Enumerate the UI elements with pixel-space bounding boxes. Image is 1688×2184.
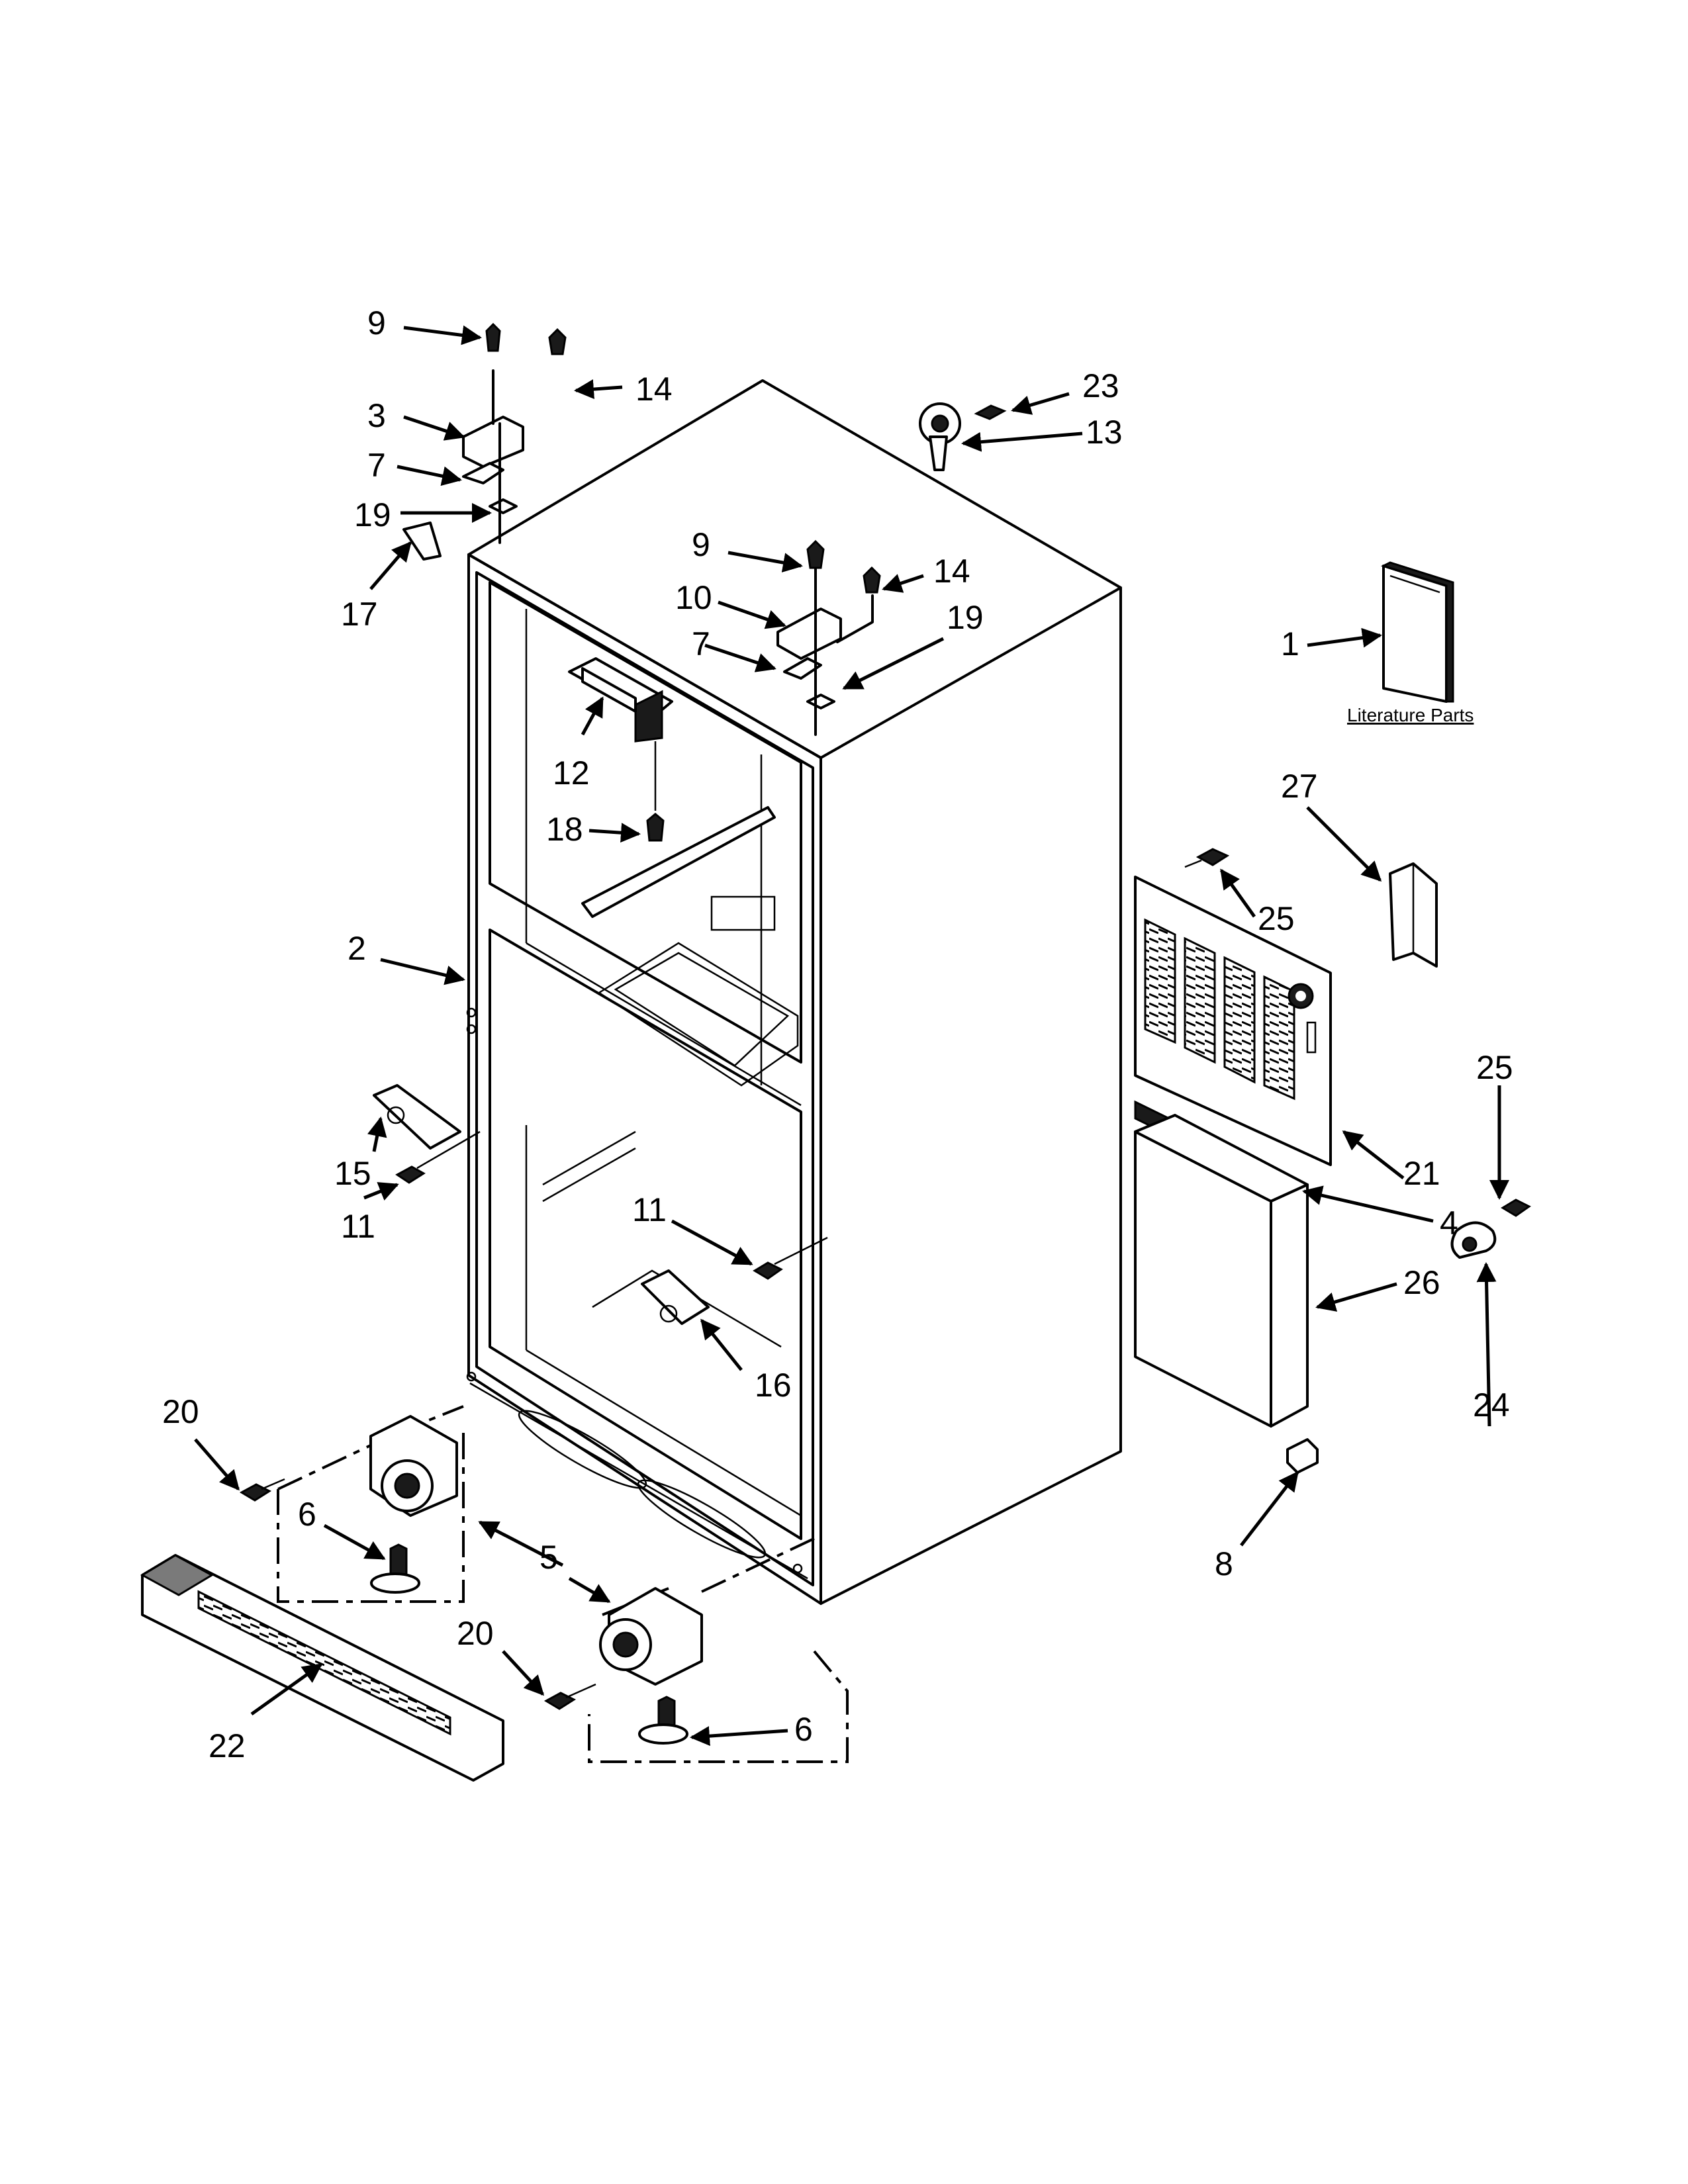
callout-11: 11 [632,1191,667,1228]
callout-19: 19 [947,599,984,636]
left-roller-assembly [239,1405,465,1603]
callout-11: 11 [341,1208,375,1245]
rear-access-cover [1134,848,1332,1166]
callout-5: 5 [539,1539,558,1576]
tube-clamp [1450,1199,1531,1259]
callout-2: 2 [348,930,366,967]
callout-27: 27 [1281,768,1318,805]
callout-8: 8 [1215,1545,1233,1582]
callout-10: 10 [675,579,712,616]
callout-7: 7 [367,447,386,484]
middle-hinge-brackets [373,1084,828,1325]
callout-25: 25 [1258,900,1295,937]
callout-4: 4 [1440,1205,1458,1242]
top-right-hinge-assembly [776,539,881,736]
callout-18: 18 [546,811,583,848]
callout-labels: 9 14 3 7 19 17 23 13 9 14 10 7 19 12 18 … [162,304,1513,1764]
toe-grille [140,1554,504,1782]
lower-panel [1134,1114,1309,1428]
literature-book [1381,561,1454,703]
callout-24: 24 [1473,1387,1510,1424]
top-left-hinge-assembly [402,322,567,561]
callout-20: 20 [162,1393,199,1430]
callout-9: 9 [367,304,386,341]
callout-15: 15 [334,1155,371,1192]
callout-26: 26 [1403,1264,1440,1301]
cabinet [466,379,1122,1605]
callout-20: 20 [457,1615,494,1652]
callout-22: 22 [209,1727,246,1764]
callout-17: 17 [341,596,378,633]
leader-arrows [194,325,1509,1747]
callout-6: 6 [794,1711,813,1748]
callout-14: 14 [635,371,673,408]
control-housing [568,657,673,842]
callout-6: 6 [298,1496,316,1533]
callout-23: 23 [1082,367,1119,404]
callout-1: 1 [1281,625,1299,662]
callout-16: 16 [755,1367,792,1404]
callout-12: 12 [553,754,590,792]
callout-7: 7 [692,625,710,662]
callout-21: 21 [1403,1155,1440,1192]
literature-parts-label: Literature Parts [1347,705,1474,725]
callout-9: 9 [692,526,710,563]
clip-8 [1286,1438,1319,1474]
callout-25: 25 [1476,1049,1513,1086]
clip-27 [1389,862,1438,968]
callout-14: 14 [933,553,970,590]
callout-3: 3 [367,397,386,434]
right-roller-assembly [543,1534,849,1763]
door-closer-pulley [919,402,1007,471]
callout-13: 13 [1086,414,1123,451]
callout-19: 19 [354,496,391,533]
